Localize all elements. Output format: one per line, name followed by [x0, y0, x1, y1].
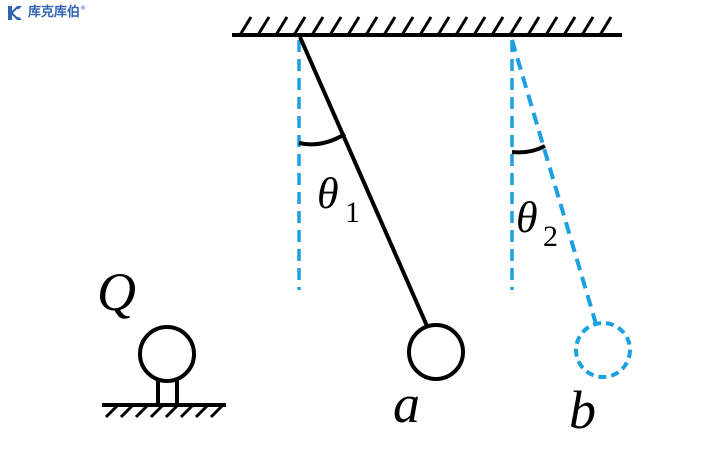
ceiling-hatch-mark	[328, 16, 343, 36]
ceiling-hatch-mark	[508, 16, 523, 36]
ceiling-hatch-mark	[436, 16, 451, 36]
ceiling-hatch-mark	[598, 16, 613, 36]
ball-a-label: a	[393, 374, 420, 434]
angle-arc-2	[511, 144, 546, 155]
ceiling-hatch-mark	[310, 16, 325, 36]
ceiling-hatch-mark	[364, 16, 379, 36]
ceiling-hatch-mark	[580, 16, 595, 36]
logo-k-icon	[8, 6, 22, 20]
ball-b	[574, 321, 632, 379]
ground-hatch-mark	[149, 403, 165, 419]
ground-hatch-mark	[104, 403, 120, 419]
logo-text: 库克库伯	[28, 5, 81, 20]
ground-hatch-mark	[164, 403, 180, 419]
angle2-symbol: θ	[516, 193, 538, 242]
ground-hatch-mark	[134, 403, 150, 419]
ceiling-hatch-mark	[400, 16, 415, 36]
ball-b-label: b	[569, 380, 596, 440]
charge-q-label: Q	[97, 262, 136, 322]
ceiling	[232, 16, 622, 37]
ceiling-hatch-mark	[346, 16, 361, 36]
ceiling-hatch-mark	[544, 16, 559, 36]
ceiling-hatch-mark	[274, 16, 289, 36]
angle2-subscript: 2	[543, 220, 558, 253]
ceiling-hatch-mark	[418, 16, 433, 36]
string-b	[510, 39, 598, 325]
string-a	[298, 36, 429, 327]
ground-hatch-mark	[194, 403, 210, 419]
ceiling-hatch-mark	[490, 16, 505, 36]
angle1-subscript: 1	[345, 196, 360, 229]
angle1-symbol: θ	[317, 169, 339, 218]
ceiling-hatch-mark	[292, 16, 307, 36]
ground-hatch-mark	[119, 403, 135, 419]
charge-q-stand	[102, 325, 226, 419]
logo: 库克库伯 ®	[6, 5, 86, 21]
angle-arc-1	[298, 132, 347, 147]
ceiling-hatch-mark	[238, 16, 253, 36]
ground-hatch-mark	[209, 403, 225, 419]
ball-a	[407, 323, 465, 381]
ceiling-hatch-mark	[382, 16, 397, 36]
ceiling-hatch-mark	[454, 16, 469, 36]
ground-hatch-mark	[179, 403, 195, 419]
ceiling-hatch-mark	[562, 16, 577, 36]
logo-registered-mark: ®	[80, 5, 87, 12]
ceiling-hatch-mark	[472, 16, 487, 36]
ceiling-hatch-mark	[526, 16, 541, 36]
charge-q-sphere	[138, 325, 196, 383]
ceiling-hatch-mark	[256, 16, 271, 36]
